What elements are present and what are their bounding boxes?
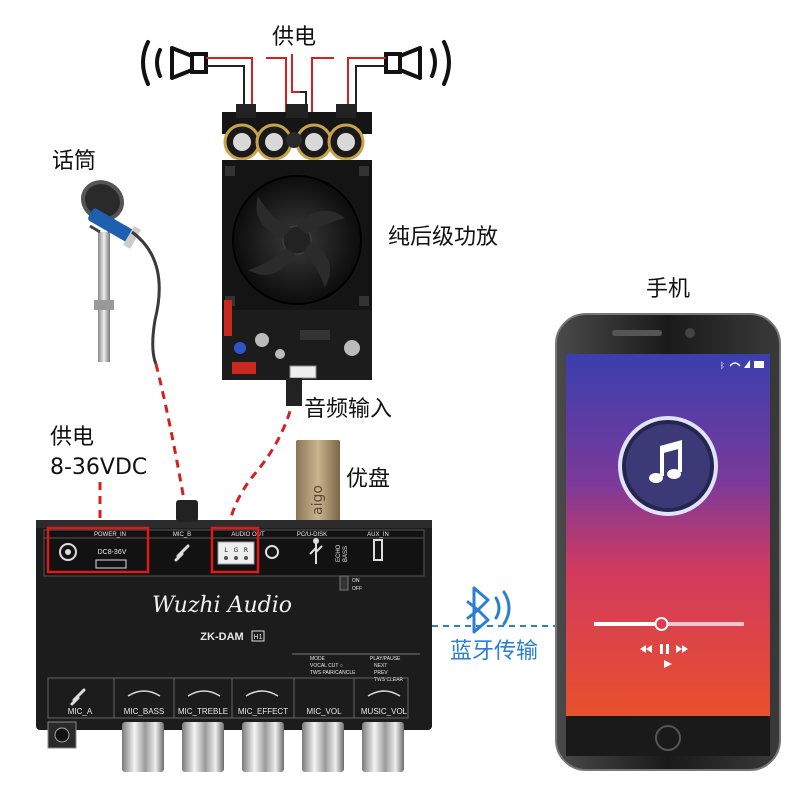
mic-cable <box>154 363 186 501</box>
status-signal-icon <box>744 360 750 368</box>
play-line-3: PREV <box>374 670 388 676</box>
udisk-label: 优盘 <box>346 467 390 492</box>
echo-switch[interactable] <box>339 575 349 591</box>
knob-mic-vol[interactable] <box>302 722 344 772</box>
mic-b-jack[interactable] <box>176 500 198 522</box>
audio-out-pin-r: R <box>244 547 248 554</box>
capacitors <box>223 123 365 161</box>
status-bluetooth-icon: ᛒ <box>720 361 725 370</box>
knob-music-vol[interactable] <box>362 722 404 772</box>
power-rating-label: DC8-36V <box>98 549 127 556</box>
amplifier-board <box>222 104 372 380</box>
control-box: POWER_IN MIC_B AUDIO OUT PC/U-DISK AUX_I… <box>36 520 432 730</box>
brand-logo: Wuzhi Audio <box>152 593 292 618</box>
usb-brand: aigo <box>310 485 326 515</box>
left-speaker-icon <box>141 40 208 86</box>
echo-label: ECHO <box>336 544 342 562</box>
headphone-jack-icon <box>265 545 279 559</box>
right-speaker-icon <box>384 40 451 86</box>
port-label-mic-b: MIC_B <box>173 532 191 538</box>
music-note-icon <box>649 440 682 483</box>
mic-a-icon <box>70 688 86 706</box>
bluetooth-link <box>432 586 560 634</box>
label-music-vol: MUSIC_VOL <box>361 707 408 716</box>
mode-line-1: MODE <box>310 656 326 662</box>
play-line-1: PLAY/PAUSE <box>370 656 401 662</box>
cooling-fan <box>225 166 369 306</box>
port-label-pc-udisk: PC/U-DISK <box>297 532 327 538</box>
echo-on-label: ON <box>352 578 360 584</box>
usb-icon <box>309 538 323 564</box>
power-highlight-box <box>46 526 150 574</box>
label-mic-effect: MIC_EFFECT <box>238 707 288 716</box>
playback-controls <box>640 644 688 668</box>
audio-cable <box>226 378 302 533</box>
next-icon[interactable] <box>676 645 682 653</box>
aux-in-icon <box>373 539 383 561</box>
smartphone: ᛒ <box>555 313 781 771</box>
knob-mic-effect[interactable] <box>242 722 284 772</box>
port-label-power-in: POWER_IN <box>94 532 126 538</box>
prev-icon[interactable] <box>646 645 652 653</box>
label-mic-a: MIC_A <box>68 707 93 716</box>
audio-out-pin-g: G <box>234 547 239 554</box>
play-line-4: TWS CLEAR <box>374 677 404 683</box>
play-line-2: NEXT <box>374 663 387 669</box>
bluetooth-icon <box>466 586 511 634</box>
label-mic-vol: MIC_VOL <box>306 707 342 716</box>
phone-label: 手机 <box>646 277 690 302</box>
progress-knob[interactable] <box>654 617 669 631</box>
model-label: ZK-DAM <box>200 631 243 643</box>
label-mic-bass: MIC_BASS <box>124 707 164 716</box>
mic-b-icon <box>174 544 190 562</box>
label-mic-treble: MIC_TREBLE <box>178 707 228 716</box>
mode-line-2: VOCAL CUT ○ <box>310 663 343 669</box>
audio-out-pin-l: L <box>224 547 228 554</box>
knob-mic-bass[interactable] <box>122 722 164 772</box>
status-wifi-icon <box>729 362 741 367</box>
progress-track[interactable] <box>594 622 744 626</box>
progress-fill <box>594 622 662 626</box>
microphone-icon <box>80 180 161 365</box>
pause-icon[interactable] <box>660 644 663 654</box>
audio-out-highlight-box <box>210 526 260 574</box>
model-badge: H1 <box>254 634 263 641</box>
port-label-audio-out: AUDIO OUT <box>231 532 265 538</box>
mode-line-3: TWS PAIR/CANCLE <box>310 670 356 676</box>
knobs <box>122 722 404 772</box>
power-jack-icon <box>59 543 77 561</box>
usb-stick: aigo <box>296 440 340 530</box>
speaker-wires <box>206 54 386 112</box>
microphone-label: 话筒 <box>52 149 96 174</box>
bass-label: BASS <box>343 546 349 562</box>
power-voltage-label: 8-36VDC <box>50 455 147 480</box>
bluetooth-label: 蓝牙传输 <box>450 639 538 664</box>
audio-input-label: 音频输入 <box>304 397 392 422</box>
power-top-label: 供电 <box>272 25 316 50</box>
knob-mic-treble[interactable] <box>182 722 224 772</box>
status-battery-icon <box>754 361 764 368</box>
echo-off-label: OFF <box>352 586 362 592</box>
stop-icon[interactable] <box>664 660 672 668</box>
port-label-aux-in: AUX_IN <box>367 532 389 538</box>
amplifier-label: 纯后级功放 <box>388 225 498 250</box>
power-side-label: 供电 <box>50 425 94 450</box>
